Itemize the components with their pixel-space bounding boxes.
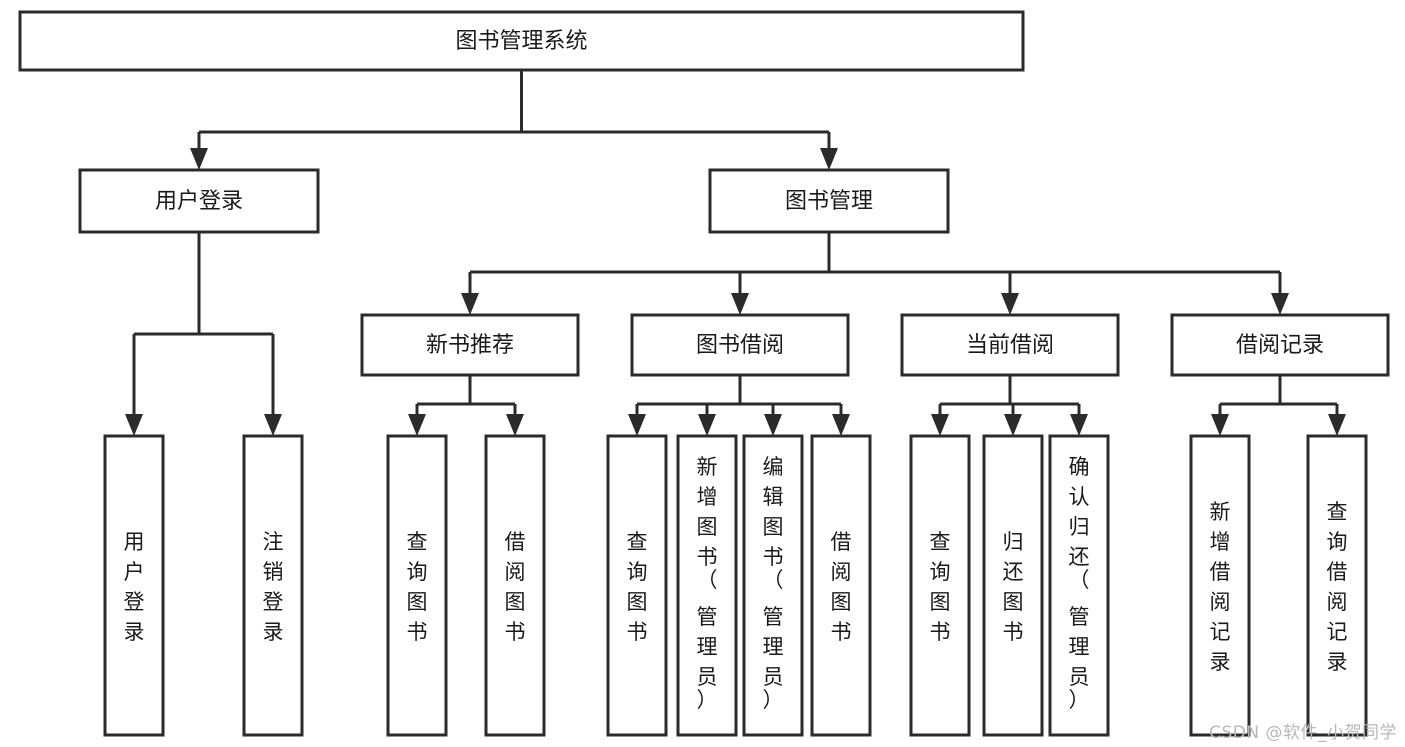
node-box-leaf-query-book-2[interactable] — [606, 434, 668, 737]
node-label-root: 图书管理系统 — [455, 29, 587, 54]
node-book-borrow[interactable]: 图书借阅 — [630, 313, 850, 377]
node-leaf-confirm-return[interactable]: 确认归还（管理员） — [1048, 434, 1110, 737]
node-box-leaf-borrow-book-1[interactable] — [484, 434, 546, 737]
node-leaf-query-book-2[interactable]: 查询图书 — [606, 434, 668, 737]
arrow-head-leaf-query-record — [1328, 414, 1346, 436]
node-leaf-borrow-book-1[interactable]: 借阅图书 — [484, 434, 546, 737]
node-label-borrow-record: 借阅记录 — [1236, 333, 1324, 358]
node-box-borrow-record[interactable] — [1170, 313, 1390, 377]
node-box-book-manage[interactable] — [708, 168, 950, 234]
arrow-head-leaf-user-login — [125, 414, 143, 436]
node-label-current-borrow: 当前借阅 — [966, 333, 1054, 358]
node-box-leaf-query-book-1[interactable] — [386, 434, 448, 737]
node-leaf-query-record[interactable]: 查询借阅记录 — [1306, 434, 1368, 737]
node-label-leaf-query-book-1: 查询图书 — [407, 530, 428, 644]
node-leaf-add-record[interactable]: 新增借阅记录 — [1189, 434, 1251, 737]
arrow-head-leaf-borrow-book-2 — [832, 414, 850, 436]
node-book-manage[interactable]: 图书管理 — [708, 168, 950, 234]
node-label-leaf-query-book-3: 查询图书 — [930, 530, 951, 644]
node-layer: 图书管理系统用户登录图书管理新书推荐图书借阅当前借阅借阅记录用户登录注销登录查询… — [18, 10, 1390, 737]
arrow-head-leaf-add-record — [1211, 414, 1229, 436]
arrow-head-leaf-edit-book — [764, 414, 782, 436]
node-leaf-logout[interactable]: 注销登录 — [242, 434, 304, 737]
node-box-new-book-recommend[interactable] — [360, 313, 580, 377]
arrow-head-leaf-return-book — [1004, 414, 1022, 436]
node-user-login[interactable]: 用户登录 — [78, 168, 320, 234]
node-leaf-edit-book[interactable]: 编辑图书（管理员） — [742, 434, 804, 737]
node-label-new-book-recommend: 新书推荐 — [426, 333, 514, 358]
node-leaf-return-book[interactable]: 归还图书 — [982, 434, 1044, 737]
node-current-borrow[interactable]: 当前借阅 — [900, 313, 1120, 377]
arrow-head-leaf-query-book-1 — [408, 414, 426, 436]
arrow-head-book-manage — [820, 148, 838, 170]
node-box-leaf-edit-book[interactable] — [742, 434, 804, 737]
node-label-leaf-borrow-book-2: 借阅图书 — [831, 530, 852, 644]
arrow-head-new-book-recommend — [461, 293, 479, 315]
node-label-book-manage: 图书管理 — [785, 189, 873, 214]
connector-layer — [125, 70, 1346, 436]
node-label-leaf-logout: 注销登录 — [263, 530, 284, 644]
node-box-leaf-user-login[interactable] — [103, 434, 165, 737]
node-box-leaf-return-book[interactable] — [982, 434, 1044, 737]
node-label-leaf-query-record: 查询借阅记录 — [1327, 500, 1348, 674]
node-label-leaf-user-login: 用户登录 — [124, 530, 145, 644]
node-box-user-login[interactable] — [78, 168, 320, 234]
node-label-leaf-edit-book: 编辑图书（管理员） — [763, 455, 784, 712]
node-new-book-recommend[interactable]: 新书推荐 — [360, 313, 580, 377]
node-label-user-login: 用户登录 — [155, 189, 243, 214]
arrow-head-leaf-logout — [264, 414, 282, 436]
node-label-leaf-add-record: 新增借阅记录 — [1210, 500, 1231, 674]
node-label-book-borrow: 图书借阅 — [696, 333, 784, 358]
node-box-root[interactable] — [18, 10, 1025, 72]
node-label-leaf-add-book: 新增图书（管理员） — [697, 455, 718, 712]
node-leaf-borrow-book-2[interactable]: 借阅图书 — [810, 434, 872, 737]
arrow-head-leaf-add-book — [698, 414, 716, 436]
node-box-leaf-query-record[interactable] — [1306, 434, 1368, 737]
node-root[interactable]: 图书管理系统 — [18, 10, 1025, 72]
node-label-leaf-borrow-book-1: 借阅图书 — [505, 530, 526, 644]
arrow-head-user-login — [190, 148, 208, 170]
node-borrow-record[interactable]: 借阅记录 — [1170, 313, 1390, 377]
arrow-head-leaf-query-book-3 — [931, 414, 949, 436]
node-box-leaf-confirm-return[interactable] — [1048, 434, 1110, 737]
node-leaf-query-book-3[interactable]: 查询图书 — [909, 434, 971, 737]
node-box-leaf-borrow-book-2[interactable] — [810, 434, 872, 737]
arrow-head-borrow-record — [1271, 293, 1289, 315]
node-box-book-borrow[interactable] — [630, 313, 850, 377]
node-box-leaf-add-record[interactable] — [1189, 434, 1251, 737]
node-box-leaf-query-book-3[interactable] — [909, 434, 971, 737]
node-label-leaf-query-book-2: 查询图书 — [627, 530, 648, 644]
node-leaf-user-login[interactable]: 用户登录 — [103, 434, 165, 737]
node-box-leaf-logout[interactable] — [242, 434, 304, 737]
arrow-head-book-borrow — [731, 293, 749, 315]
node-box-current-borrow[interactable] — [900, 313, 1120, 377]
arrow-head-current-borrow — [1001, 293, 1019, 315]
node-box-leaf-add-book[interactable] — [676, 434, 738, 737]
node-label-leaf-return-book: 归还图书 — [1003, 530, 1024, 644]
node-leaf-add-book[interactable]: 新增图书（管理员） — [676, 434, 738, 737]
arrow-head-leaf-query-book-2 — [628, 414, 646, 436]
arrow-head-leaf-confirm-return — [1070, 414, 1088, 436]
node-leaf-query-book-1[interactable]: 查询图书 — [386, 434, 448, 737]
node-label-leaf-confirm-return: 确认归还（管理员） — [1069, 455, 1090, 712]
arrow-head-leaf-borrow-book-1 — [506, 414, 524, 436]
